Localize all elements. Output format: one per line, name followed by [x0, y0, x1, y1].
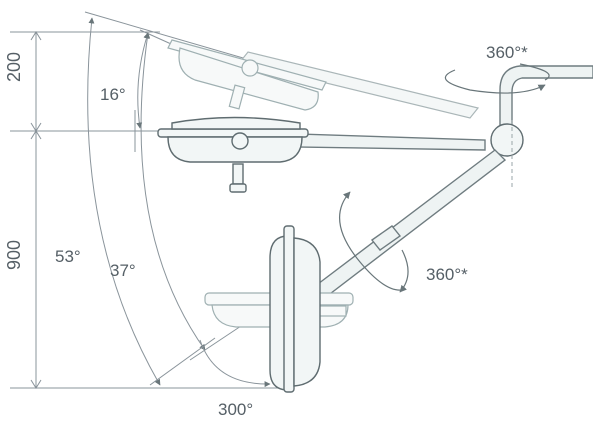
raised-lamp-head: [167, 39, 480, 119]
label-height-upper: 200: [4, 52, 24, 82]
arm-rotation-tail: [399, 249, 409, 293]
top-rotation-arrow: [444, 69, 546, 94]
angle-ray-low-1: [149, 337, 216, 386]
dim-arrow-mid-down: [30, 130, 42, 140]
arc-53: [87, 17, 161, 386]
dim-arrow-bottom: [30, 379, 42, 389]
arc-16: [136, 32, 150, 129]
central-joint: [490, 65, 593, 190]
vertical-head-rim: [283, 225, 295, 393]
label-rotation-arm: 360°*: [426, 265, 468, 284]
horizontal-head-handle-cap: [229, 183, 247, 193]
raised-head-handle: [228, 84, 246, 110]
rotation-indicators: [339, 63, 550, 293]
labels: 200 900 16° 53° 37° 300° 360°* 360°*: [4, 43, 528, 419]
arc-300-base: [199, 339, 271, 388]
central-pivot: [490, 123, 524, 157]
label-height-lower: 900: [4, 240, 24, 270]
raised-head-dome: [178, 47, 319, 111]
vertical-dimension: [10, 31, 280, 389]
raised-head-pivot: [241, 59, 259, 77]
horizontal-head-dome: [167, 136, 303, 163]
angle-ray-top: [84, 11, 251, 61]
horizontal-lamp-head: [157, 116, 486, 193]
top-rotation-back: [519, 63, 550, 81]
dim-arrow-top: [30, 31, 42, 41]
label-rotation-300: 300°: [218, 400, 253, 419]
label-angle-53: 53°: [55, 247, 81, 266]
label-angle-37: 37°: [110, 261, 136, 280]
raised-arm: [238, 51, 480, 119]
horizontal-head-rim: [157, 128, 309, 138]
arm-collar: [370, 225, 402, 251]
angle-arcs: [84, 11, 271, 388]
vertical-head-back: [293, 237, 321, 387]
mount-pipe: [499, 65, 593, 133]
vertical-lamp-head: [269, 225, 321, 393]
horizontal-head-top: [171, 116, 301, 130]
arm-rotation-arrow: [339, 191, 403, 291]
horizontal-head-pivot: [231, 132, 249, 150]
horizontal-head-handle: [232, 163, 244, 185]
label-angle-16: 16°: [100, 85, 126, 104]
label-rotation-top: 360°*: [486, 43, 528, 62]
